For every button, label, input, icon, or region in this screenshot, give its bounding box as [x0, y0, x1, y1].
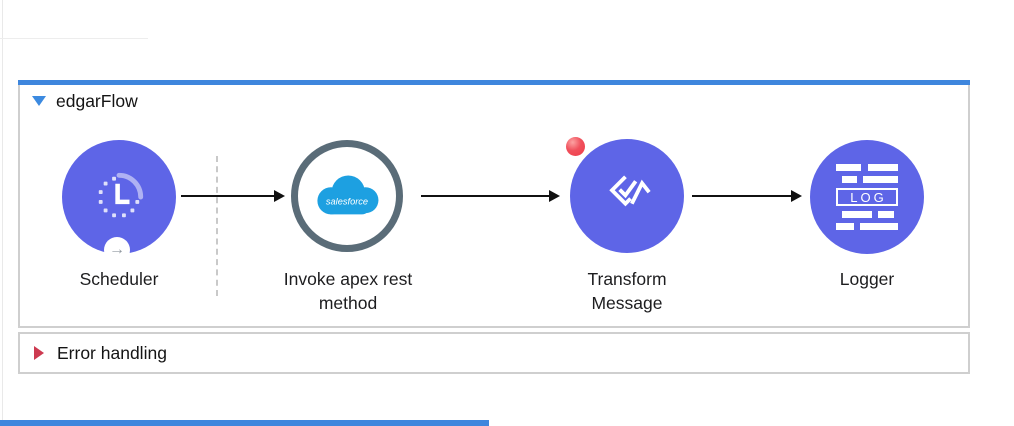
flow-top-bar [18, 80, 970, 85]
connector-arrowhead-icon [549, 190, 560, 202]
flow-header: edgarFlow [32, 89, 138, 113]
node-logger[interactable] [810, 140, 924, 254]
collapse-caret-icon[interactable] [32, 96, 46, 106]
node-scheduler[interactable] [62, 140, 176, 254]
node-label-transform-message: Transform Message [587, 269, 667, 313]
clock-icon [98, 172, 144, 218]
node-label-logger: Logger [839, 269, 895, 289]
connector-arrowhead-icon [274, 190, 285, 202]
flow-trigger-badge[interactable]: → [104, 237, 130, 263]
canvas-top-divider-line [0, 38, 148, 39]
adjacent-flow-top-bar [0, 420, 489, 426]
salesforce-cloud-icon: salesforce [317, 175, 379, 215]
dataweave-icon [609, 175, 651, 207]
connector-arrowhead-icon [791, 190, 802, 202]
connector-line [421, 195, 549, 197]
source-process-divider [216, 156, 218, 296]
node-transform-message[interactable] [570, 139, 684, 253]
canvas-left-edge-line [2, 0, 3, 426]
trigger-arrow-icon: → [109, 241, 125, 258]
error-indicator-badge [566, 137, 585, 156]
log-icon-text: LOG [850, 189, 887, 205]
node-label-scheduler: Scheduler [79, 269, 159, 289]
error-handling-section[interactable]: Error handling [18, 332, 970, 374]
log-icon: LOG [836, 164, 898, 230]
flow-title[interactable]: edgarFlow [56, 90, 138, 111]
salesforce-logo-text: salesforce [326, 196, 368, 206]
connector-line [692, 195, 791, 197]
expand-caret-icon[interactable] [34, 346, 44, 360]
node-invoke-apex-rest-method[interactable]: salesforce [291, 140, 403, 252]
connector-line [181, 195, 274, 197]
node-label-invoke-apex: Invoke apex rest method [283, 269, 413, 313]
error-handling-label: Error handling [57, 342, 167, 363]
